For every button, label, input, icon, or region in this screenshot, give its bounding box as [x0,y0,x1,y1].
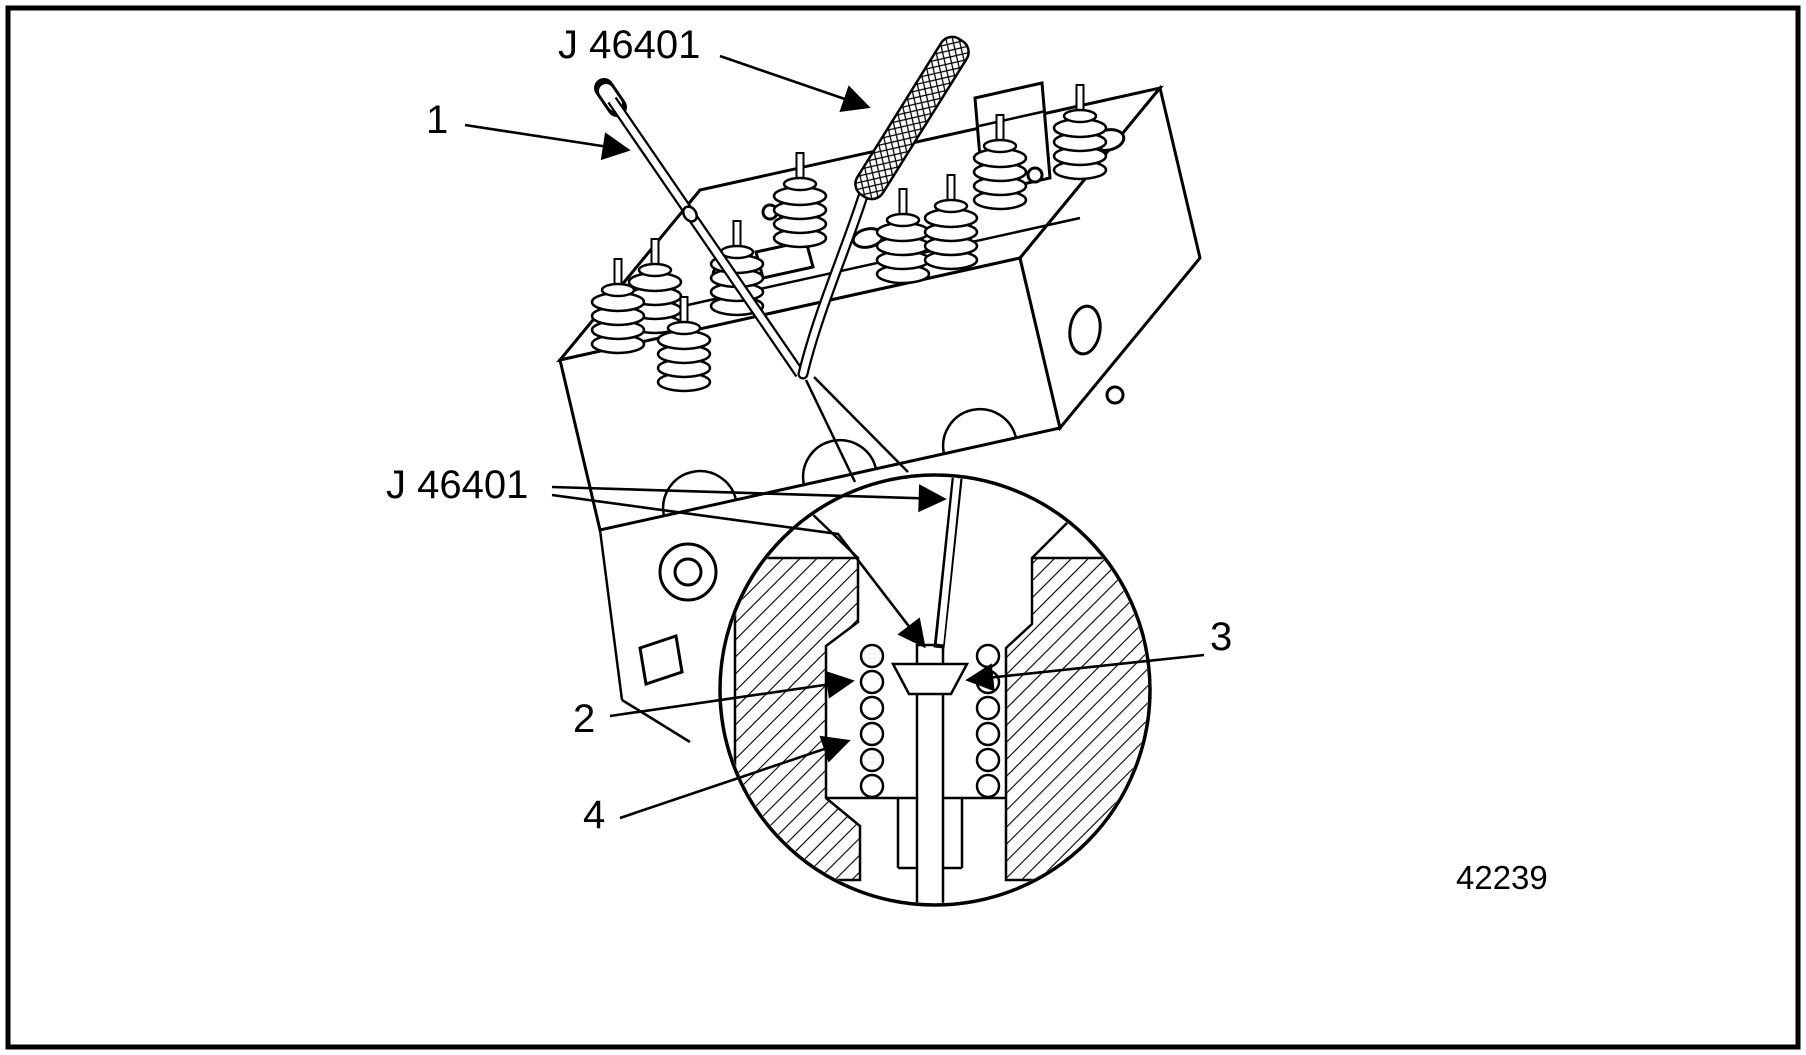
block-lower-left [598,529,718,744]
leader-arrows [464,54,1205,820]
tool-label-detail: J 46401 [386,463,528,507]
magnifier-projection-lines [804,376,909,483]
cam-bore-arches [661,407,1018,517]
rocker-shaft-axis-line [619,216,1081,322]
tool-collar-band [682,205,698,223]
callout-2-label: 2 [573,697,595,741]
detail-circle-outline [718,473,1152,907]
callout-1-label: 1 [426,98,448,142]
valve-stem-tool [594,78,805,378]
knurled-handle [854,35,970,201]
callout-3-label: 3 [1210,615,1232,659]
tool-label-top: J 46401 [558,23,700,67]
leader-callout-3 [965,653,1205,692]
leader-tool-detail-b [551,493,926,649]
cylinder-head-illustration [556,83,1202,744]
section-wall-right [1004,556,1148,882]
knurled-driver-tool-j46401 [797,35,970,380]
detail-magnifier-view [718,473,1152,907]
leader-callout-4 [619,735,851,820]
figure-number: 42239 [1456,859,1548,896]
leader-tool-top [719,54,871,113]
leader-callout-1 [464,123,631,161]
leader-tool-detail-a [551,484,947,513]
leader-callout-2 [609,670,855,718]
callout-4-label: 4 [583,793,605,837]
valve-spring-retainer [890,662,970,696]
tool-rod-detail [933,477,964,649]
